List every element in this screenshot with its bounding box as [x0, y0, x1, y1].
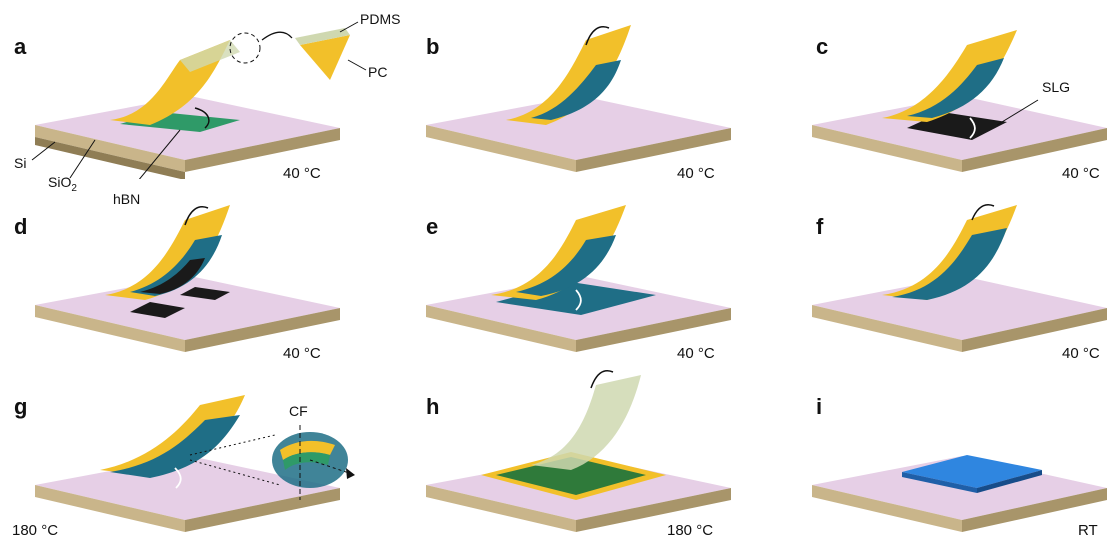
panel-f-illustration: [812, 204, 1107, 352]
panel-f: f 40 °C: [742, 180, 1112, 362]
final-heterostructure: [902, 455, 1042, 493]
zoom-arrow: [261, 31, 293, 41]
lift-arrow: [184, 206, 209, 226]
laydown-arrow: [174, 467, 182, 489]
substrate: [426, 96, 731, 172]
panel-b: b 40 °C: [371, 0, 741, 182]
panel-e-illustration: [426, 205, 731, 352]
panel-letter: i: [816, 394, 823, 419]
stamp-with-full-stack: [882, 205, 1017, 300]
pickup-arrow: [194, 107, 210, 129]
hbn-label: hBN: [113, 191, 141, 207]
panel-d: d 40 °C: [0, 180, 370, 362]
pc-label: PC: [368, 64, 388, 80]
panel-b-illustration: [426, 25, 731, 172]
stack-under-pc: [496, 457, 646, 495]
pdms-label: PDMS: [360, 11, 401, 27]
panel-g: g 180 °C CF: [0, 360, 370, 539]
lift-arrow: [585, 26, 610, 46]
pc-leader: [347, 59, 367, 71]
sweep-arrow-head: [346, 468, 355, 479]
graphene-remnant: [130, 302, 185, 318]
panel-g-illustration: [35, 395, 356, 532]
temperature-label: 40 °C: [677, 345, 715, 362]
pdms-leader: [339, 21, 359, 33]
panel-letter: g: [14, 394, 28, 419]
panel-a-illustration: [31, 21, 367, 179]
temperature-label: 40 °C: [1062, 345, 1100, 362]
zoom-guide: [189, 459, 281, 486]
temperature-label: 40 °C: [677, 165, 715, 182]
panel-d-illustration: [35, 205, 340, 352]
stamp-with-hbn: [882, 30, 1017, 122]
panel-letter: b: [426, 34, 440, 59]
si-leader: [31, 141, 56, 161]
substrate: [35, 276, 340, 352]
stamp: [110, 40, 240, 125]
zoom-circle: [229, 32, 261, 64]
slg-label: SLG: [1042, 79, 1071, 95]
temperature-label: 180 °C: [12, 522, 59, 539]
pickup-arrow: [969, 117, 976, 139]
temperature-label: 40 °C: [283, 165, 321, 182]
lift-arrow: [590, 370, 614, 389]
temperature-label: 40 °C: [1062, 165, 1100, 182]
panel-letter: e: [426, 214, 439, 239]
sweep-arrow: [309, 459, 356, 476]
panel-c: c 40 °C SLG: [742, 0, 1112, 182]
sio2-label: SiO2: [48, 175, 77, 194]
pickup-arrow: [575, 289, 582, 311]
sio2-text: SiO: [48, 174, 72, 190]
panel-h-illustration: [426, 370, 731, 532]
hbn-flake: [496, 282, 656, 315]
hbn-leader: [138, 129, 181, 179]
panel-letter: d: [14, 214, 28, 239]
panel-i-illustration: [812, 455, 1107, 532]
panel-i: i RT: [742, 360, 1112, 539]
panel-letter: c: [816, 34, 829, 59]
stamp-with-full-stack: [100, 395, 245, 478]
si-label: Si: [14, 155, 27, 171]
temperature-label: 40 °C: [283, 345, 321, 362]
stamp-with-stack: [105, 205, 230, 300]
layer-inset: [295, 28, 350, 80]
sio2-subscript: 2: [71, 182, 77, 194]
slg-leader: [996, 99, 1039, 126]
graphene-remnant: [180, 287, 230, 300]
cf-label: CF: [289, 403, 308, 419]
panel-h: h 180 °C: [371, 360, 741, 539]
lift-arrow: [971, 204, 995, 221]
temperature-label: 180 °C: [667, 522, 714, 539]
pdms-stamp: [531, 375, 641, 470]
panel-a: a 40 °C PDMS PC Si SiO2 hBN: [0, 0, 400, 206]
panel-e: e 40 °C: [371, 180, 741, 362]
panel-c-illustration: [812, 30, 1107, 172]
panel-letter: f: [816, 214, 824, 239]
temperature-label: RT: [1078, 522, 1098, 539]
stamp-with-hbn: [506, 25, 631, 125]
sio2-leader: [69, 139, 96, 179]
substrate: [812, 276, 1107, 352]
stamp-with-stack: [491, 205, 626, 300]
panel-letter: h: [426, 394, 440, 419]
panel-letter: a: [14, 34, 27, 59]
